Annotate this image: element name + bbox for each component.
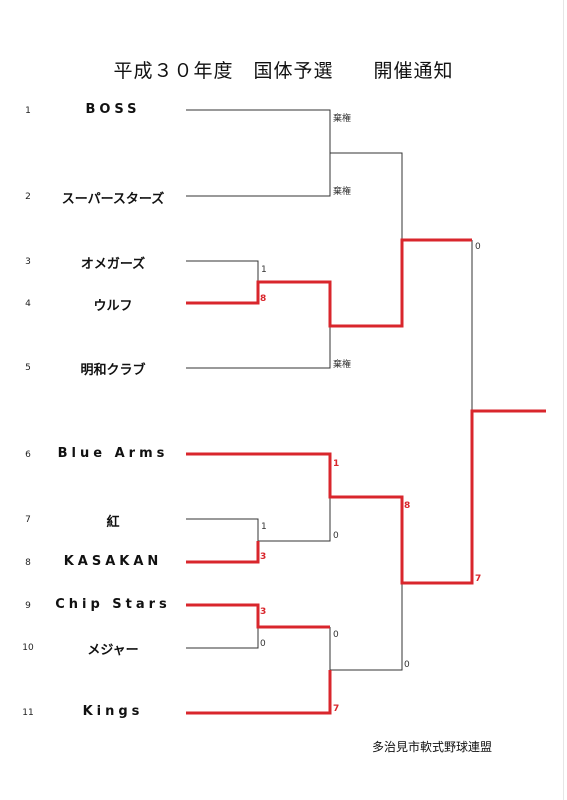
seed-number: 5 <box>25 363 31 373</box>
team-name: 明和クラブ <box>80 363 146 378</box>
score-label: 7 <box>333 704 339 714</box>
score-label: 3 <box>260 552 266 562</box>
score-label: 7 <box>475 574 481 584</box>
bracket-line <box>186 518 259 541</box>
bracket-line <box>258 497 331 542</box>
team-name: オメガーズ <box>80 257 146 272</box>
seed-number: 6 <box>25 450 31 460</box>
team-name: スーパースターズ <box>61 192 165 207</box>
score-label: 1 <box>261 265 267 275</box>
bracket-line <box>186 260 259 282</box>
team-name: KASAKAN <box>63 554 163 569</box>
page-edge <box>563 0 564 800</box>
seed-number: 10 <box>22 643 34 653</box>
score-label: 0 <box>475 242 481 252</box>
bracket-lines <box>186 109 473 671</box>
seed-number: 11 <box>22 708 34 718</box>
winner-line <box>186 409 546 585</box>
seed-number: 4 <box>25 299 31 309</box>
winner-line <box>186 238 472 328</box>
seed-number: 9 <box>25 601 31 611</box>
score-label: 0 <box>260 639 266 649</box>
winner-lines <box>186 238 546 715</box>
score-label: 8 <box>260 294 266 304</box>
score-label: 棄権 <box>333 112 351 124</box>
seed-number: 3 <box>25 257 31 267</box>
team-name: ウルフ <box>93 299 133 314</box>
bracket-line <box>329 583 403 671</box>
score-label: 棄権 <box>333 358 351 370</box>
team-name: Chip Stars <box>55 597 171 612</box>
score-label: 1 <box>333 459 339 469</box>
team-name: 紅 <box>106 515 120 530</box>
bracket-line <box>330 152 403 240</box>
seed-number: 8 <box>25 558 31 568</box>
page-title: 平成３０年度 国体予選 開催通知 <box>113 60 454 82</box>
score-label: 0 <box>333 630 339 640</box>
team-name: Kings <box>82 704 144 719</box>
team-name: BOSS <box>85 102 141 117</box>
score-label: 1 <box>261 522 267 532</box>
bracket-line <box>186 326 331 369</box>
score-label: 0 <box>404 660 410 670</box>
score-label: 0 <box>333 531 339 541</box>
seed-number: 2 <box>25 192 31 202</box>
score-label: 棄権 <box>333 185 351 197</box>
seed-number: 7 <box>25 515 31 525</box>
score-label: 3 <box>260 607 266 617</box>
organizer-name: 多治見市軟式野球連盟 <box>372 740 493 754</box>
winner-line <box>186 603 330 629</box>
team-name: Blue Arms <box>57 446 169 461</box>
bracket-line <box>186 627 259 649</box>
winner-line <box>186 670 332 715</box>
team-name: メジャー <box>87 643 139 658</box>
seed-number: 1 <box>25 106 31 116</box>
score-label: 8 <box>404 501 410 511</box>
winner-line <box>186 541 260 564</box>
bracket-line <box>186 109 331 197</box>
